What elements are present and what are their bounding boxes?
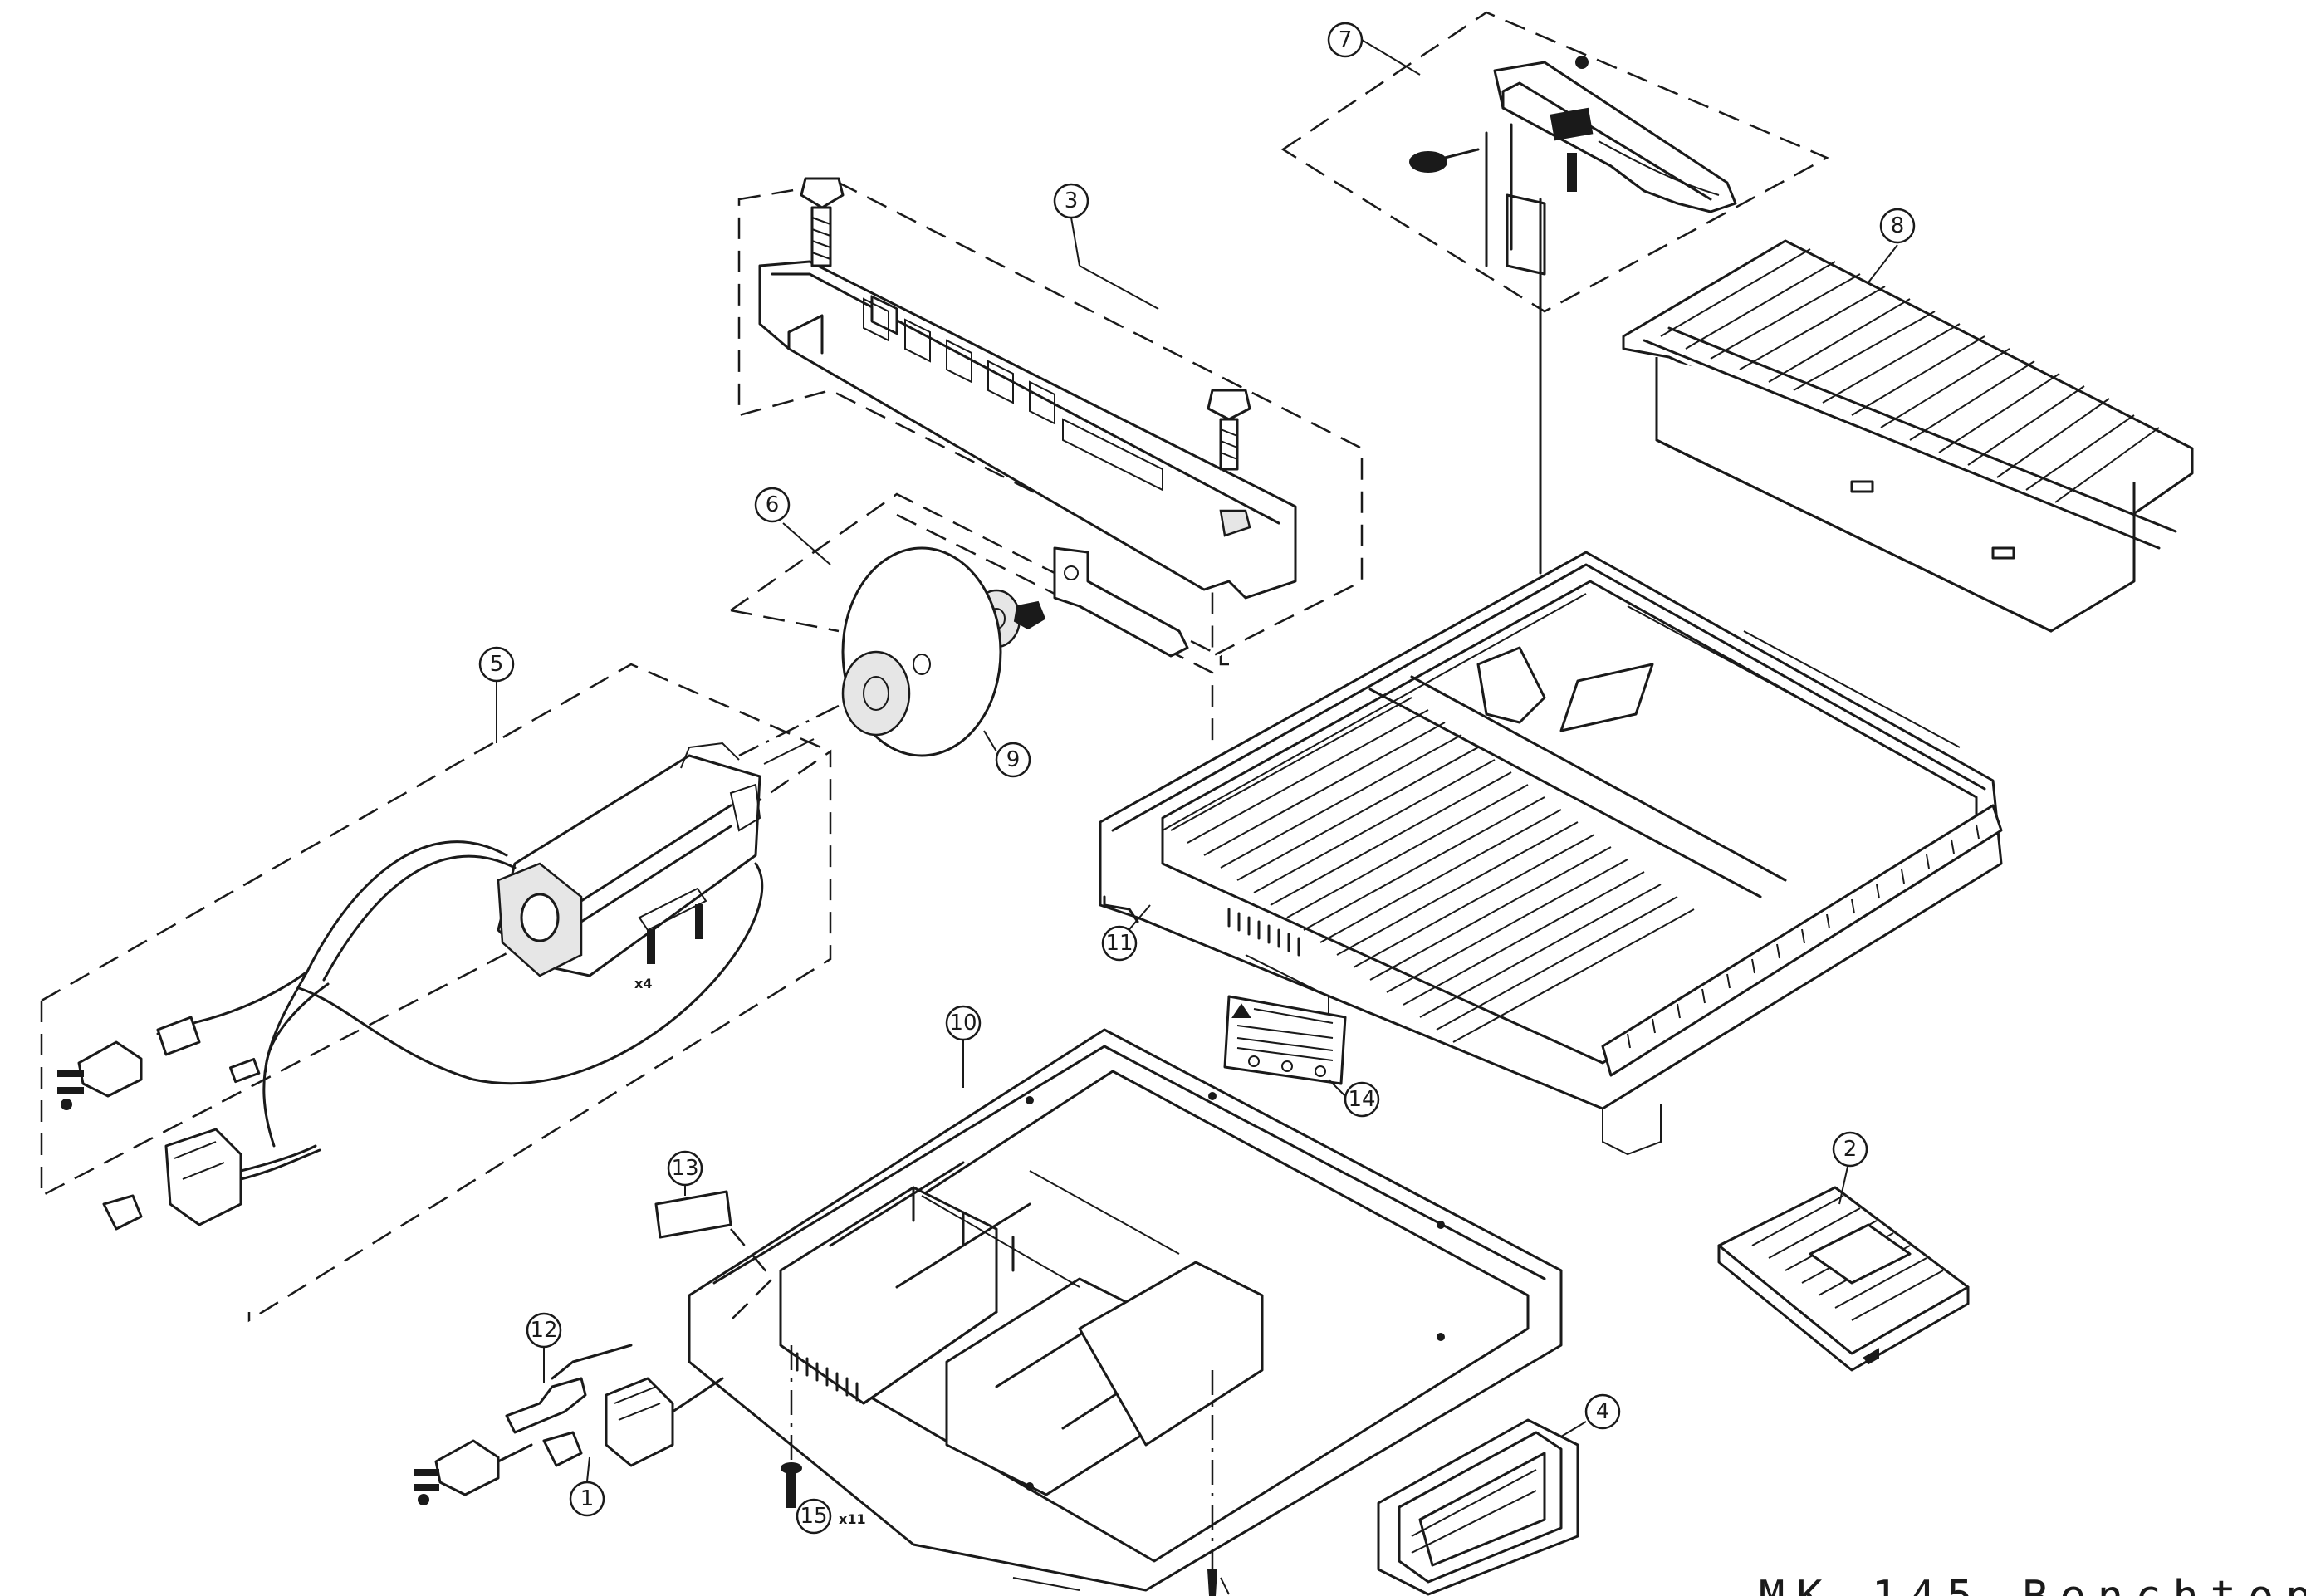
callout-9: 9: [995, 742, 1031, 778]
callout-10-label: 10: [949, 1011, 977, 1035]
callout-15: 15: [796, 1498, 832, 1535]
callout-13: 13: [667, 1150, 703, 1187]
callout-8: 8: [1879, 208, 1916, 244]
part-14-warning-label: [1223, 995, 1347, 1085]
callout-5-label: 5: [490, 652, 504, 677]
callout-4-label: 4: [1596, 1399, 1610, 1424]
callout-14: 14: [1344, 1081, 1380, 1118]
part-4-handle: [1377, 1418, 1579, 1596]
part-11-main-frame: [1099, 551, 2003, 1156]
motor-screw-qty: x4: [634, 976, 652, 991]
callout-5: 5: [478, 646, 515, 683]
callout-14-label: 14: [1348, 1087, 1375, 1112]
leader-lines: [496, 39, 1898, 1482]
callout-4: 4: [1584, 1393, 1621, 1430]
part-7-guide-group: [1280, 11, 1829, 575]
part-8-sliding-table: [1622, 239, 2194, 633]
part-9-blade: [738, 546, 1002, 757]
callout-11-label: 11: [1105, 931, 1133, 956]
base-screw-qty: x11: [839, 1511, 866, 1527]
callout-13-label: 13: [671, 1156, 698, 1181]
callout-12: 12: [526, 1312, 562, 1349]
part-12-power-cord: [414, 1344, 633, 1505]
callout-10: 10: [945, 1005, 982, 1041]
callout-12-label: 12: [530, 1318, 557, 1343]
callout-1: 1: [569, 1481, 605, 1517]
part-13-label: [654, 1190, 774, 1321]
callout-9-label: 9: [1006, 747, 1021, 772]
part-2-pad: [1717, 1186, 1970, 1372]
callout-2: 2: [1832, 1131, 1868, 1168]
callout-8-label: 8: [1891, 213, 1905, 238]
part-1-switch: [542, 1377, 724, 1467]
part-10-base: [688, 1028, 1563, 1596]
part-3-blade-guard-group: [737, 177, 1364, 658]
callout-3: 3: [1053, 183, 1089, 219]
callout-3-label: 3: [1065, 188, 1079, 213]
part-15-base-screw: [781, 1345, 802, 1508]
callout-6: 6: [754, 487, 791, 523]
callout-6-label: 6: [766, 492, 780, 517]
callout-15-label: 15: [800, 1504, 827, 1529]
model-caption: MK 145 Benchtop: [1759, 1572, 2306, 1596]
callout-1-label: 1: [580, 1486, 595, 1511]
part-5-motor-group: [40, 663, 832, 1323]
callout-11: 11: [1101, 925, 1138, 962]
callout-2-label: 2: [1843, 1137, 1858, 1162]
callout-7-label: 7: [1339, 27, 1353, 52]
callout-7: 7: [1327, 22, 1364, 58]
